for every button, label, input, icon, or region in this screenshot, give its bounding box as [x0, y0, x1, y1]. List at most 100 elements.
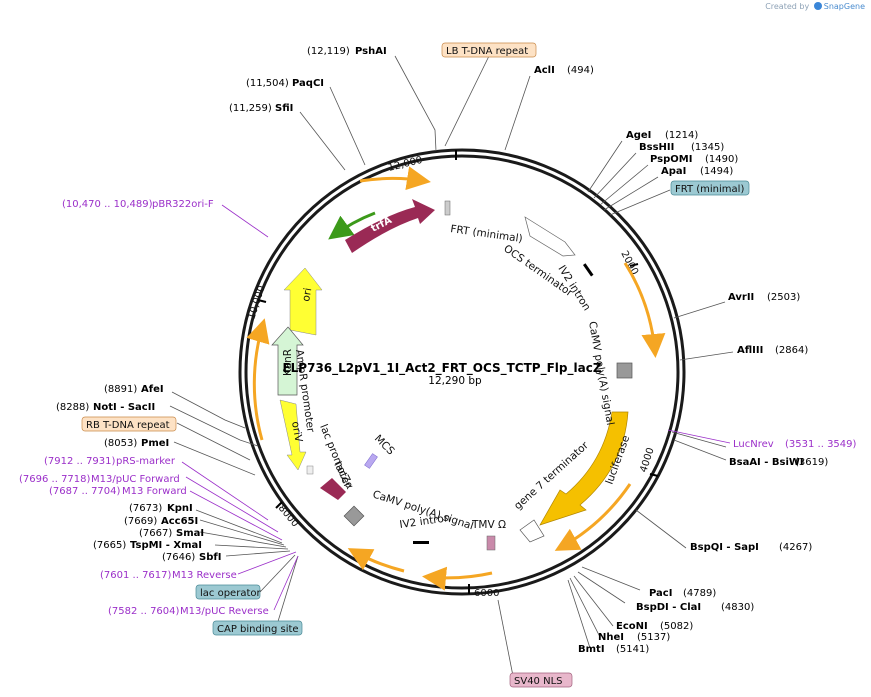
lb-tdna-label: LB T-DNA repeat	[446, 46, 528, 57]
leader-line	[169, 405, 259, 447]
leader-line	[671, 431, 727, 448]
iv2-intron-feature	[413, 541, 429, 544]
right-site-labels: AclI (494) AgeI (1214) BssHII (1345) Psp…	[534, 65, 828, 655]
leader-line	[259, 554, 296, 593]
site-name: KpnI	[167, 503, 193, 514]
tick-mark	[257, 299, 267, 303]
tick-label: 6000	[474, 588, 499, 599]
leader-line	[173, 441, 256, 476]
leader-line	[673, 301, 726, 319]
primer-leader-line	[181, 461, 269, 521]
primer-range: (7582 .. 7604)	[108, 606, 180, 617]
site-pos: (4830)	[721, 602, 754, 613]
site-pos: (11,504)	[246, 78, 289, 89]
leader-line	[195, 509, 283, 544]
site-pos: (5141)	[616, 644, 649, 655]
luciferase-arrow	[539, 411, 629, 526]
cap-binding-label: CAP binding site	[217, 624, 299, 635]
site-pos: (8053)	[104, 438, 137, 449]
site-name: EcoNI	[616, 621, 648, 632]
mcs-label: MCS	[372, 433, 397, 458]
leader-line	[225, 550, 291, 557]
site-name: SbfI	[199, 552, 221, 563]
site-name: NheI	[598, 632, 624, 643]
site-pos: (7673)	[129, 503, 162, 514]
tick-mark	[629, 263, 639, 267]
cap-binding-box	[212, 620, 303, 636]
trfa-arrow	[345, 199, 435, 253]
backbone-inner-ring	[244, 154, 680, 590]
lac-operator-label: lac operator	[200, 588, 261, 599]
gene7-terminator-feature	[519, 519, 545, 543]
site-pos: (1494)	[700, 166, 733, 177]
sv40-nls-label: SV40 NLS	[514, 676, 563, 687]
camv-polya-feature	[343, 505, 365, 527]
orf-arrows	[246, 166, 666, 591]
site-pos: (7665)	[93, 540, 126, 551]
site-pos: (11,259)	[229, 103, 272, 114]
site-name: PaqCI	[292, 78, 324, 89]
orf-arrow	[347, 548, 405, 573]
site-name: AvrII	[728, 292, 754, 303]
site-name: AgeI	[626, 130, 651, 141]
leader-line	[504, 75, 531, 151]
frt-minimal-feature	[444, 200, 451, 216]
leader-line	[394, 55, 437, 152]
kanr-arrow	[271, 326, 304, 396]
site-pos: (4267)	[779, 542, 812, 553]
leader-line	[603, 176, 659, 211]
created-by-watermark: Created by SnapGene	[765, 2, 865, 11]
site-name: PmeI	[141, 438, 169, 449]
primer-name: M13/pUC Forward	[91, 474, 180, 485]
leader-line	[214, 544, 289, 550]
tick-label: 8000	[276, 503, 301, 530]
plasmid-name: ELP736_L2pV1_1I_Act2_FRT_OCS_TCTP_Flp_la…	[282, 361, 601, 376]
site-pos: (494)	[567, 65, 594, 76]
primer-leader-line	[221, 204, 269, 238]
primer-leader-line	[667, 429, 731, 444]
leader-line	[577, 571, 626, 604]
plasmid-length: 12,290 bp	[428, 375, 482, 387]
primer-leader-line	[237, 551, 297, 575]
primer-range: (7912 .. 7931)	[44, 456, 116, 467]
leader-line	[299, 111, 346, 171]
site-name: SfiI	[275, 103, 293, 114]
snapgene-logo-icon	[813, 2, 822, 10]
frt-minimal-label: FRT (minimal)	[675, 184, 744, 195]
site-pos: (2503)	[767, 292, 800, 303]
primer-name: pRS-marker	[116, 456, 176, 467]
leader-line	[329, 86, 366, 166]
frt-minimal-box	[670, 180, 750, 196]
leader-line	[673, 439, 727, 461]
backbone-outer-ring	[238, 148, 686, 596]
leader-line	[497, 599, 514, 677]
primer-leader-line	[273, 555, 299, 611]
site-name: AflIII	[737, 345, 763, 356]
primer-name: M13 Reverse	[172, 570, 237, 581]
leader-line	[609, 189, 671, 216]
pbr322ori-primer-arrow	[328, 211, 376, 240]
primer-name: M13 Forward	[122, 486, 187, 497]
site-pos: (8288)	[56, 402, 89, 413]
leader-line	[587, 140, 623, 193]
leader-line	[176, 422, 251, 461]
leader-line	[567, 579, 591, 649]
primer-range: (10,470 .. 10,489)	[62, 199, 153, 210]
rb-tdna-box	[81, 416, 177, 432]
frt-minimal-inner-label: FRT (minimal)	[450, 223, 524, 245]
ori-label: ori	[300, 287, 314, 303]
site-pos: (3619)	[795, 457, 828, 468]
site-name: BmtI	[578, 644, 605, 655]
primer-name: LucNrev	[733, 439, 774, 450]
primer-range: (7696 .. 7718)	[19, 474, 91, 485]
sv40-nls-box	[509, 672, 573, 688]
leader-line	[581, 566, 641, 591]
leader-line	[199, 531, 287, 548]
site-pos: (1214)	[665, 130, 698, 141]
site-name: TspMI - XmaI	[130, 540, 202, 551]
inner-features: trfA ori KanR oriV luciferase	[271, 199, 633, 551]
orf-arrow	[554, 483, 632, 551]
lac-operator-box	[195, 584, 261, 600]
iv2-intron-feature	[583, 263, 594, 277]
boxed-feature-labels: LB T-DNA repeat FRT (minimal) RB T-DNA r…	[81, 42, 750, 688]
